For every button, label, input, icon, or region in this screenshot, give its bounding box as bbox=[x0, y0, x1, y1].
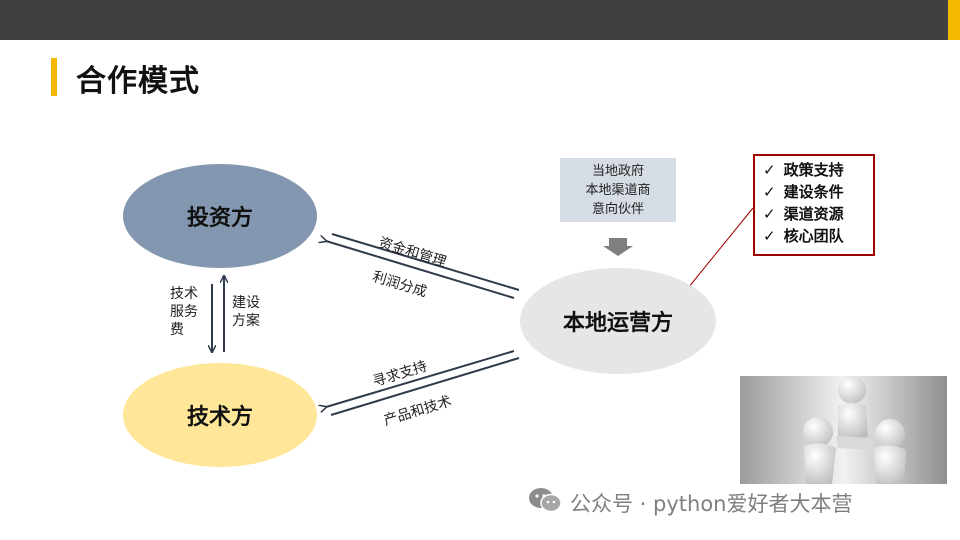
investor-label: 投资方 bbox=[187, 200, 253, 232]
check-icon: ✓ bbox=[763, 161, 776, 179]
check-icon: ✓ bbox=[763, 205, 776, 223]
partners-box: 当地政府 本地渠道商 意向伙伴 bbox=[560, 158, 676, 222]
operator-label: 本地运营方 bbox=[563, 305, 673, 337]
advantages-checklist: ✓政策支持 ✓建设条件 ✓渠道资源 ✓核心团队 bbox=[753, 154, 875, 256]
partner-item: 当地政府 bbox=[592, 162, 644, 181]
tech-node: 技术方 bbox=[123, 363, 317, 467]
operator-node: 本地运营方 bbox=[520, 268, 716, 374]
teamwork-figures-image bbox=[740, 376, 947, 484]
checklist-item: ✓核心团队 bbox=[763, 225, 873, 247]
tech-label: 技术方 bbox=[187, 399, 253, 431]
checklist-item: ✓建设条件 bbox=[763, 181, 873, 203]
edge-label-tech-fee: 技术 服务 费 bbox=[170, 285, 198, 339]
watermark: 公众号 · python爱好者大本营 bbox=[528, 487, 852, 518]
partner-item: 本地渠道商 bbox=[585, 181, 650, 200]
partner-item: 意向伙伴 bbox=[592, 200, 644, 219]
watermark-text: 公众号 · python爱好者大本营 bbox=[570, 488, 852, 518]
wechat-icon bbox=[528, 487, 562, 518]
check-icon: ✓ bbox=[763, 183, 776, 201]
down-arrow-icon bbox=[603, 238, 633, 256]
check-icon: ✓ bbox=[763, 227, 776, 245]
checklist-connector bbox=[688, 208, 753, 288]
checklist-item: ✓政策支持 bbox=[763, 159, 873, 181]
checklist-item: ✓渠道资源 bbox=[763, 203, 873, 225]
investor-node: 投资方 bbox=[123, 164, 317, 268]
edge-label-build-plan: 建设 方案 bbox=[232, 294, 260, 330]
